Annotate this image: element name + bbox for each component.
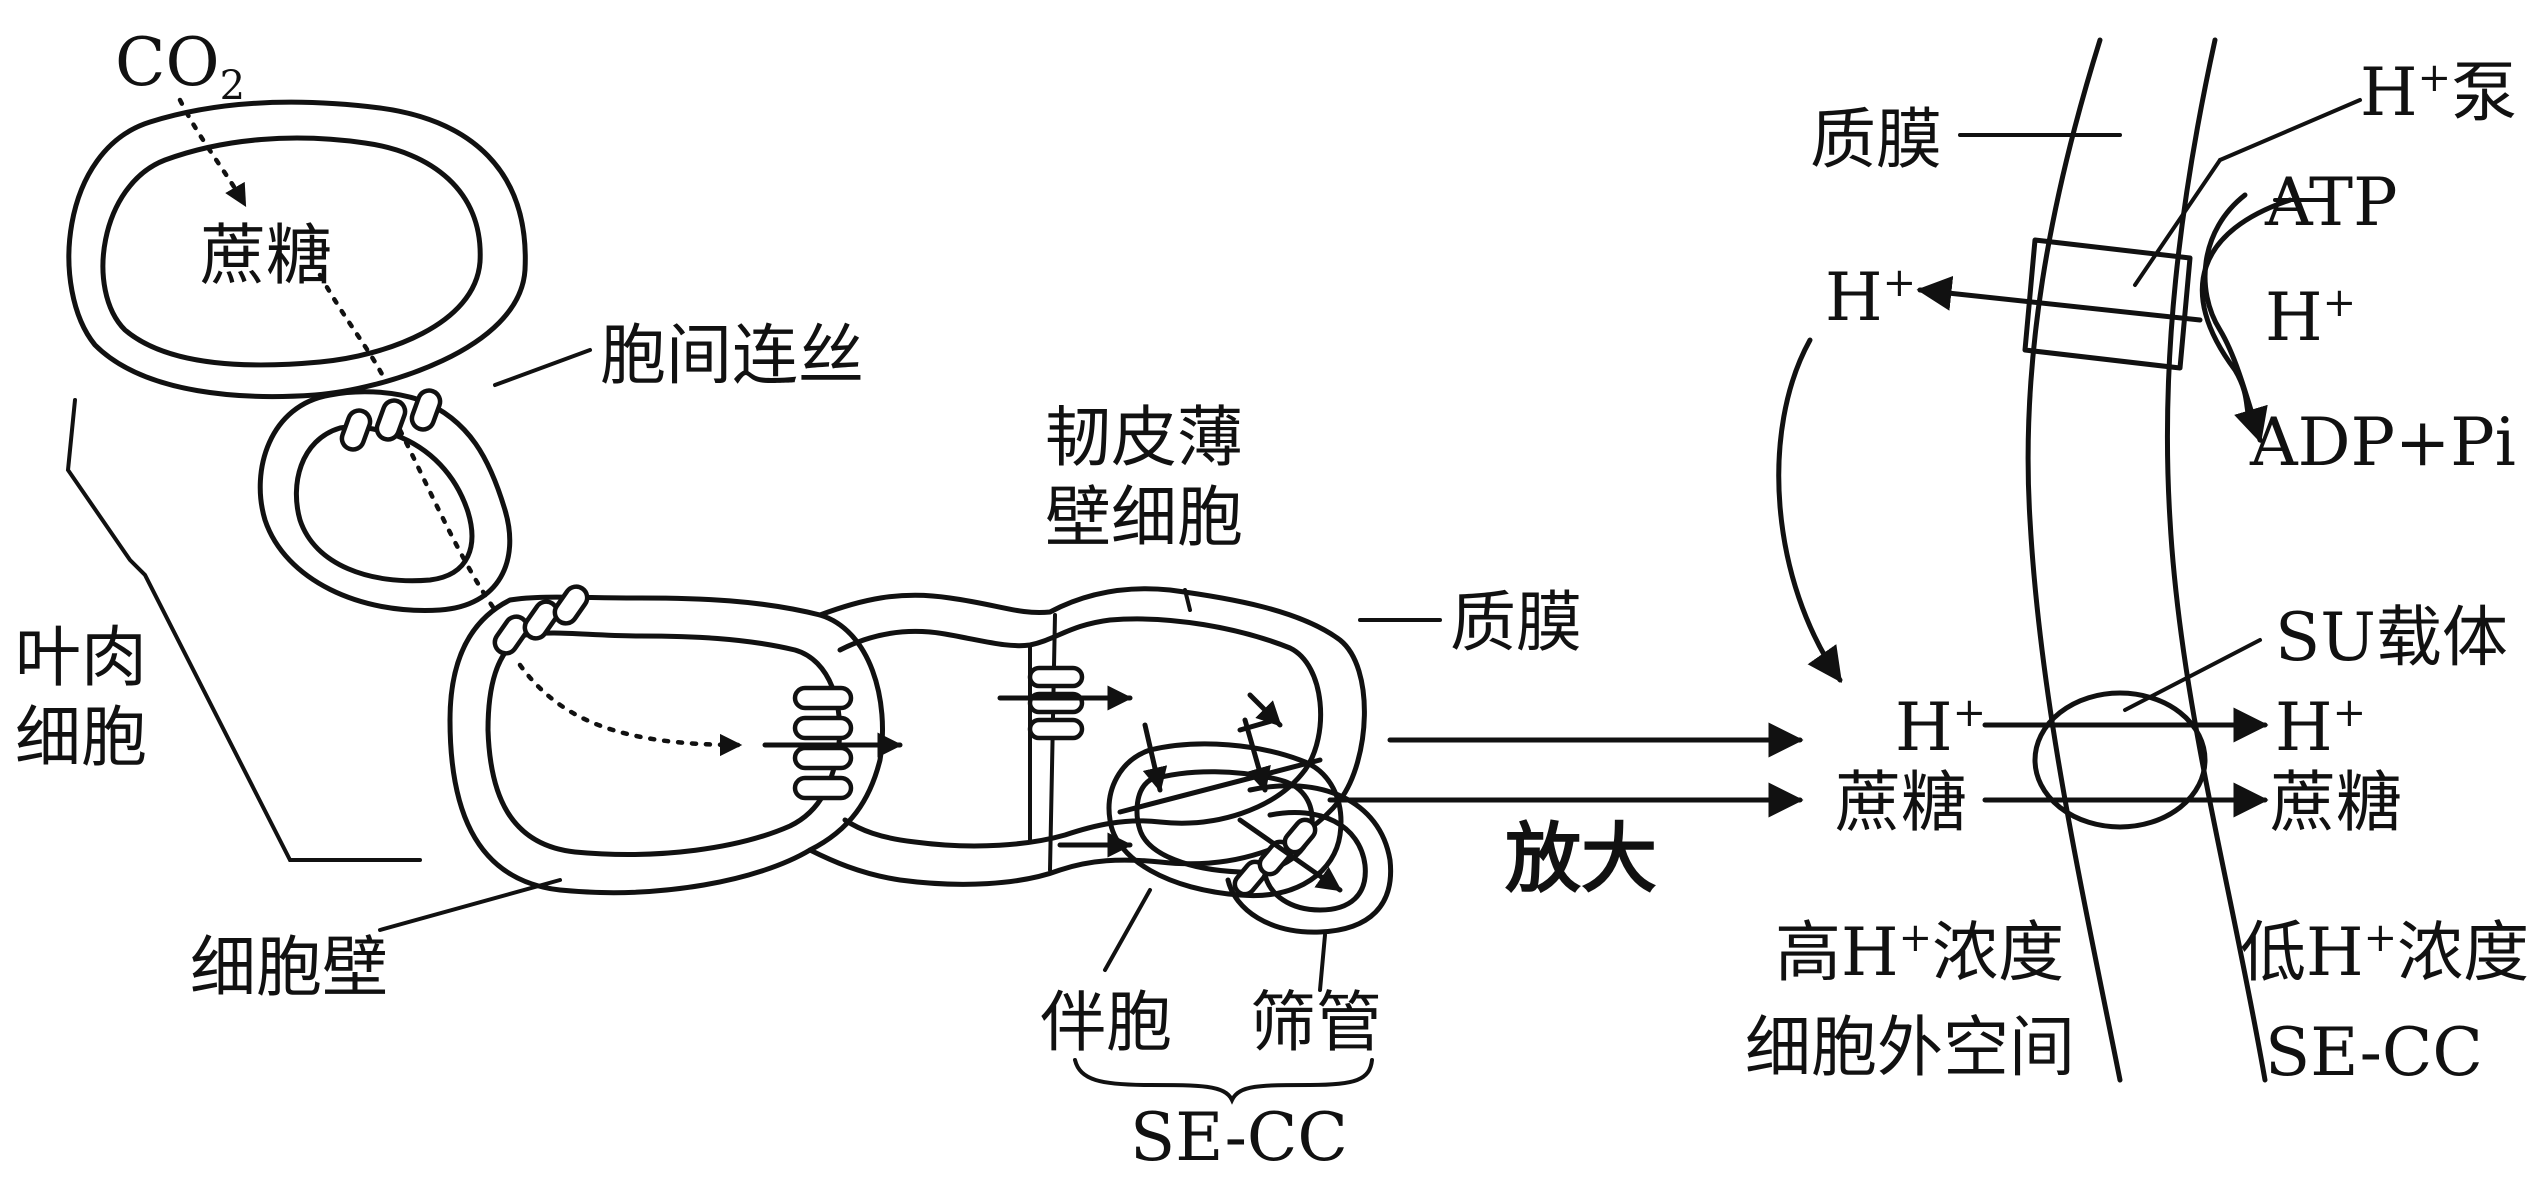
se-cc-label-right: SE-CC [2265,1014,2483,1091]
atp-label: ATP [2264,164,2397,241]
right-labels: 质膜 H+泵 ATP H+ H+ ADP+Pi SU载体 H+ H+ 蔗糖 蔗糖… [1745,54,2529,1091]
sucrose-label-right-out: 蔗糖 [2270,764,2402,841]
se-cc-label-left: SE-CC [1130,1099,1348,1176]
h-return-arrow [1776,337,1843,683]
mesophyll-label-line2: 细胞 [15,699,147,776]
sucrose-label-right-in: 蔗糖 [1835,764,1967,841]
high-h-concentration-label: 高H+浓度 [1775,914,2064,991]
sieve-tube-label: 筛管 [1250,984,1382,1061]
plasmodesmata-pores [339,388,1318,897]
magnify-arrows [1327,722,1804,818]
left-labels: CO2 蔗糖 胞间连丝 叶肉 细胞 细胞壁 韧皮薄 壁细胞 质膜 伴胞 筛管 S… [15,24,1657,1176]
mesophyll-cell-upper [66,99,528,400]
membrane-section [2025,37,2268,1083]
phloem-parenchyma-label-line2: 壁细胞 [1045,479,1243,556]
sucrose-label-left: 蔗糖 [200,217,332,294]
su-carrier-label: SU载体 [2275,599,2508,676]
h-pump [1916,98,2362,423]
companion-cell-label: 伴胞 [1040,984,1172,1061]
right-leader-lines [1958,133,2332,202]
co2-label: CO2 [115,24,245,109]
extracellular-space-label: 细胞外空间 [1745,1009,2075,1086]
phloem-parenchyma-label-line1: 韧皮薄 [1045,399,1243,476]
mesophyll-cell-lower [447,594,885,896]
plasma-membrane-label-right: 质膜 [1810,101,1942,178]
mesophyll-label-line1: 叶肉 [15,619,147,696]
h-left-label: H+ [1895,689,1986,766]
atp-arrow [2202,192,2268,444]
h-pump-label: H+泵 [2360,54,2517,131]
low-h-concentration-label: 低H+浓度 [2240,914,2529,991]
sucrose-pathway-arrows [177,97,1343,893]
h-in-label: H+ [2265,279,2356,356]
h-right-label: H+ [2275,689,2366,766]
plasmodesmata-label: 胞间连丝 [600,317,864,394]
sieve-tube [1225,783,1394,935]
su-carrier [1982,638,2269,830]
magnify-label: 放大 [1505,814,1657,903]
phloem-parenchyma-cell [807,586,1367,887]
cell-wall-label: 细胞壁 [190,929,388,1006]
adp-pi-label: ADP+Pi [2249,404,2516,481]
plasma-membrane-label-left: 质膜 [1450,584,1582,661]
left-leader-lines [65,348,1442,1105]
h-out-label: H+ [1825,259,1916,336]
